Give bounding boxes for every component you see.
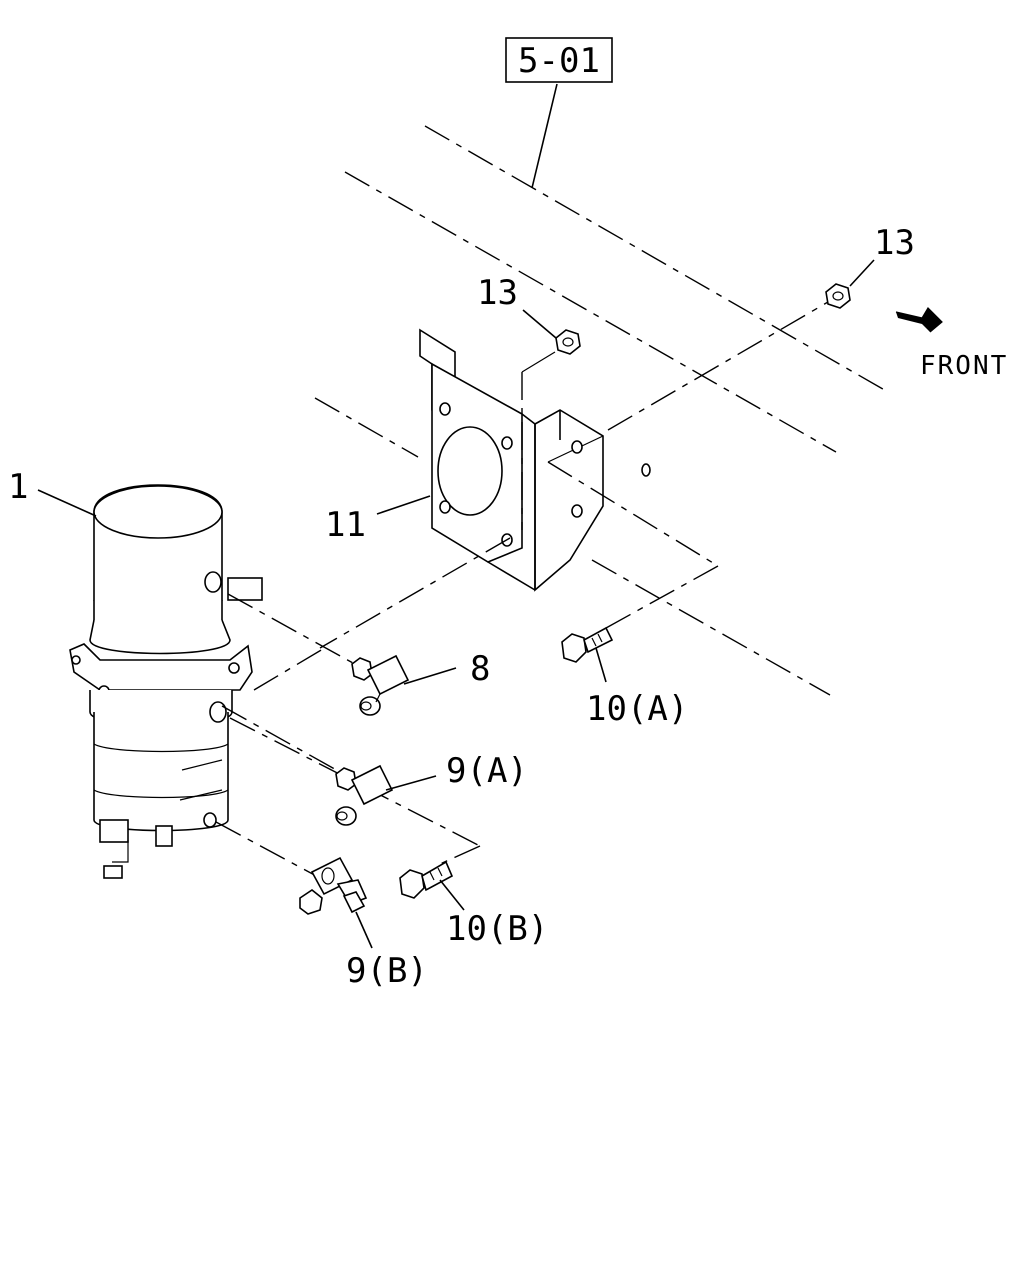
mount-dash-lines (319, 301, 829, 649)
reference-leader (531, 83, 558, 189)
label-11: 11 (325, 505, 366, 545)
label-10a: 10(A) (586, 689, 688, 729)
front-label: FRONT (920, 351, 1008, 381)
nut-13-upper[interactable] (825, 283, 851, 309)
bracket-11[interactable] (419, 328, 651, 592)
reference-box[interactable]: 5-01 (505, 37, 613, 83)
bolt-10b[interactable] (399, 860, 454, 899)
fitting-9b[interactable] (299, 856, 368, 915)
label-1: 1 (8, 467, 28, 507)
bolt-10a[interactable] (561, 626, 614, 663)
label-13-upper: 13 (874, 223, 915, 263)
fitting-9a[interactable] (335, 764, 394, 826)
label-9b: 9(B) (346, 951, 428, 991)
reference-label: 5-01 (518, 41, 600, 81)
label-13-lower: 13 (477, 273, 518, 313)
connector-dash-lines (215, 593, 481, 879)
label-8: 8 (470, 649, 490, 689)
nut-13-lower[interactable] (555, 329, 581, 355)
fitting-8[interactable] (351, 654, 410, 716)
component-1-dryer[interactable] (69, 484, 263, 879)
label-9a: 9(A) (446, 751, 528, 791)
label-10b: 10(B) (446, 909, 548, 949)
frame-rails (314, 125, 889, 696)
front-arrow-icon (895, 307, 943, 333)
